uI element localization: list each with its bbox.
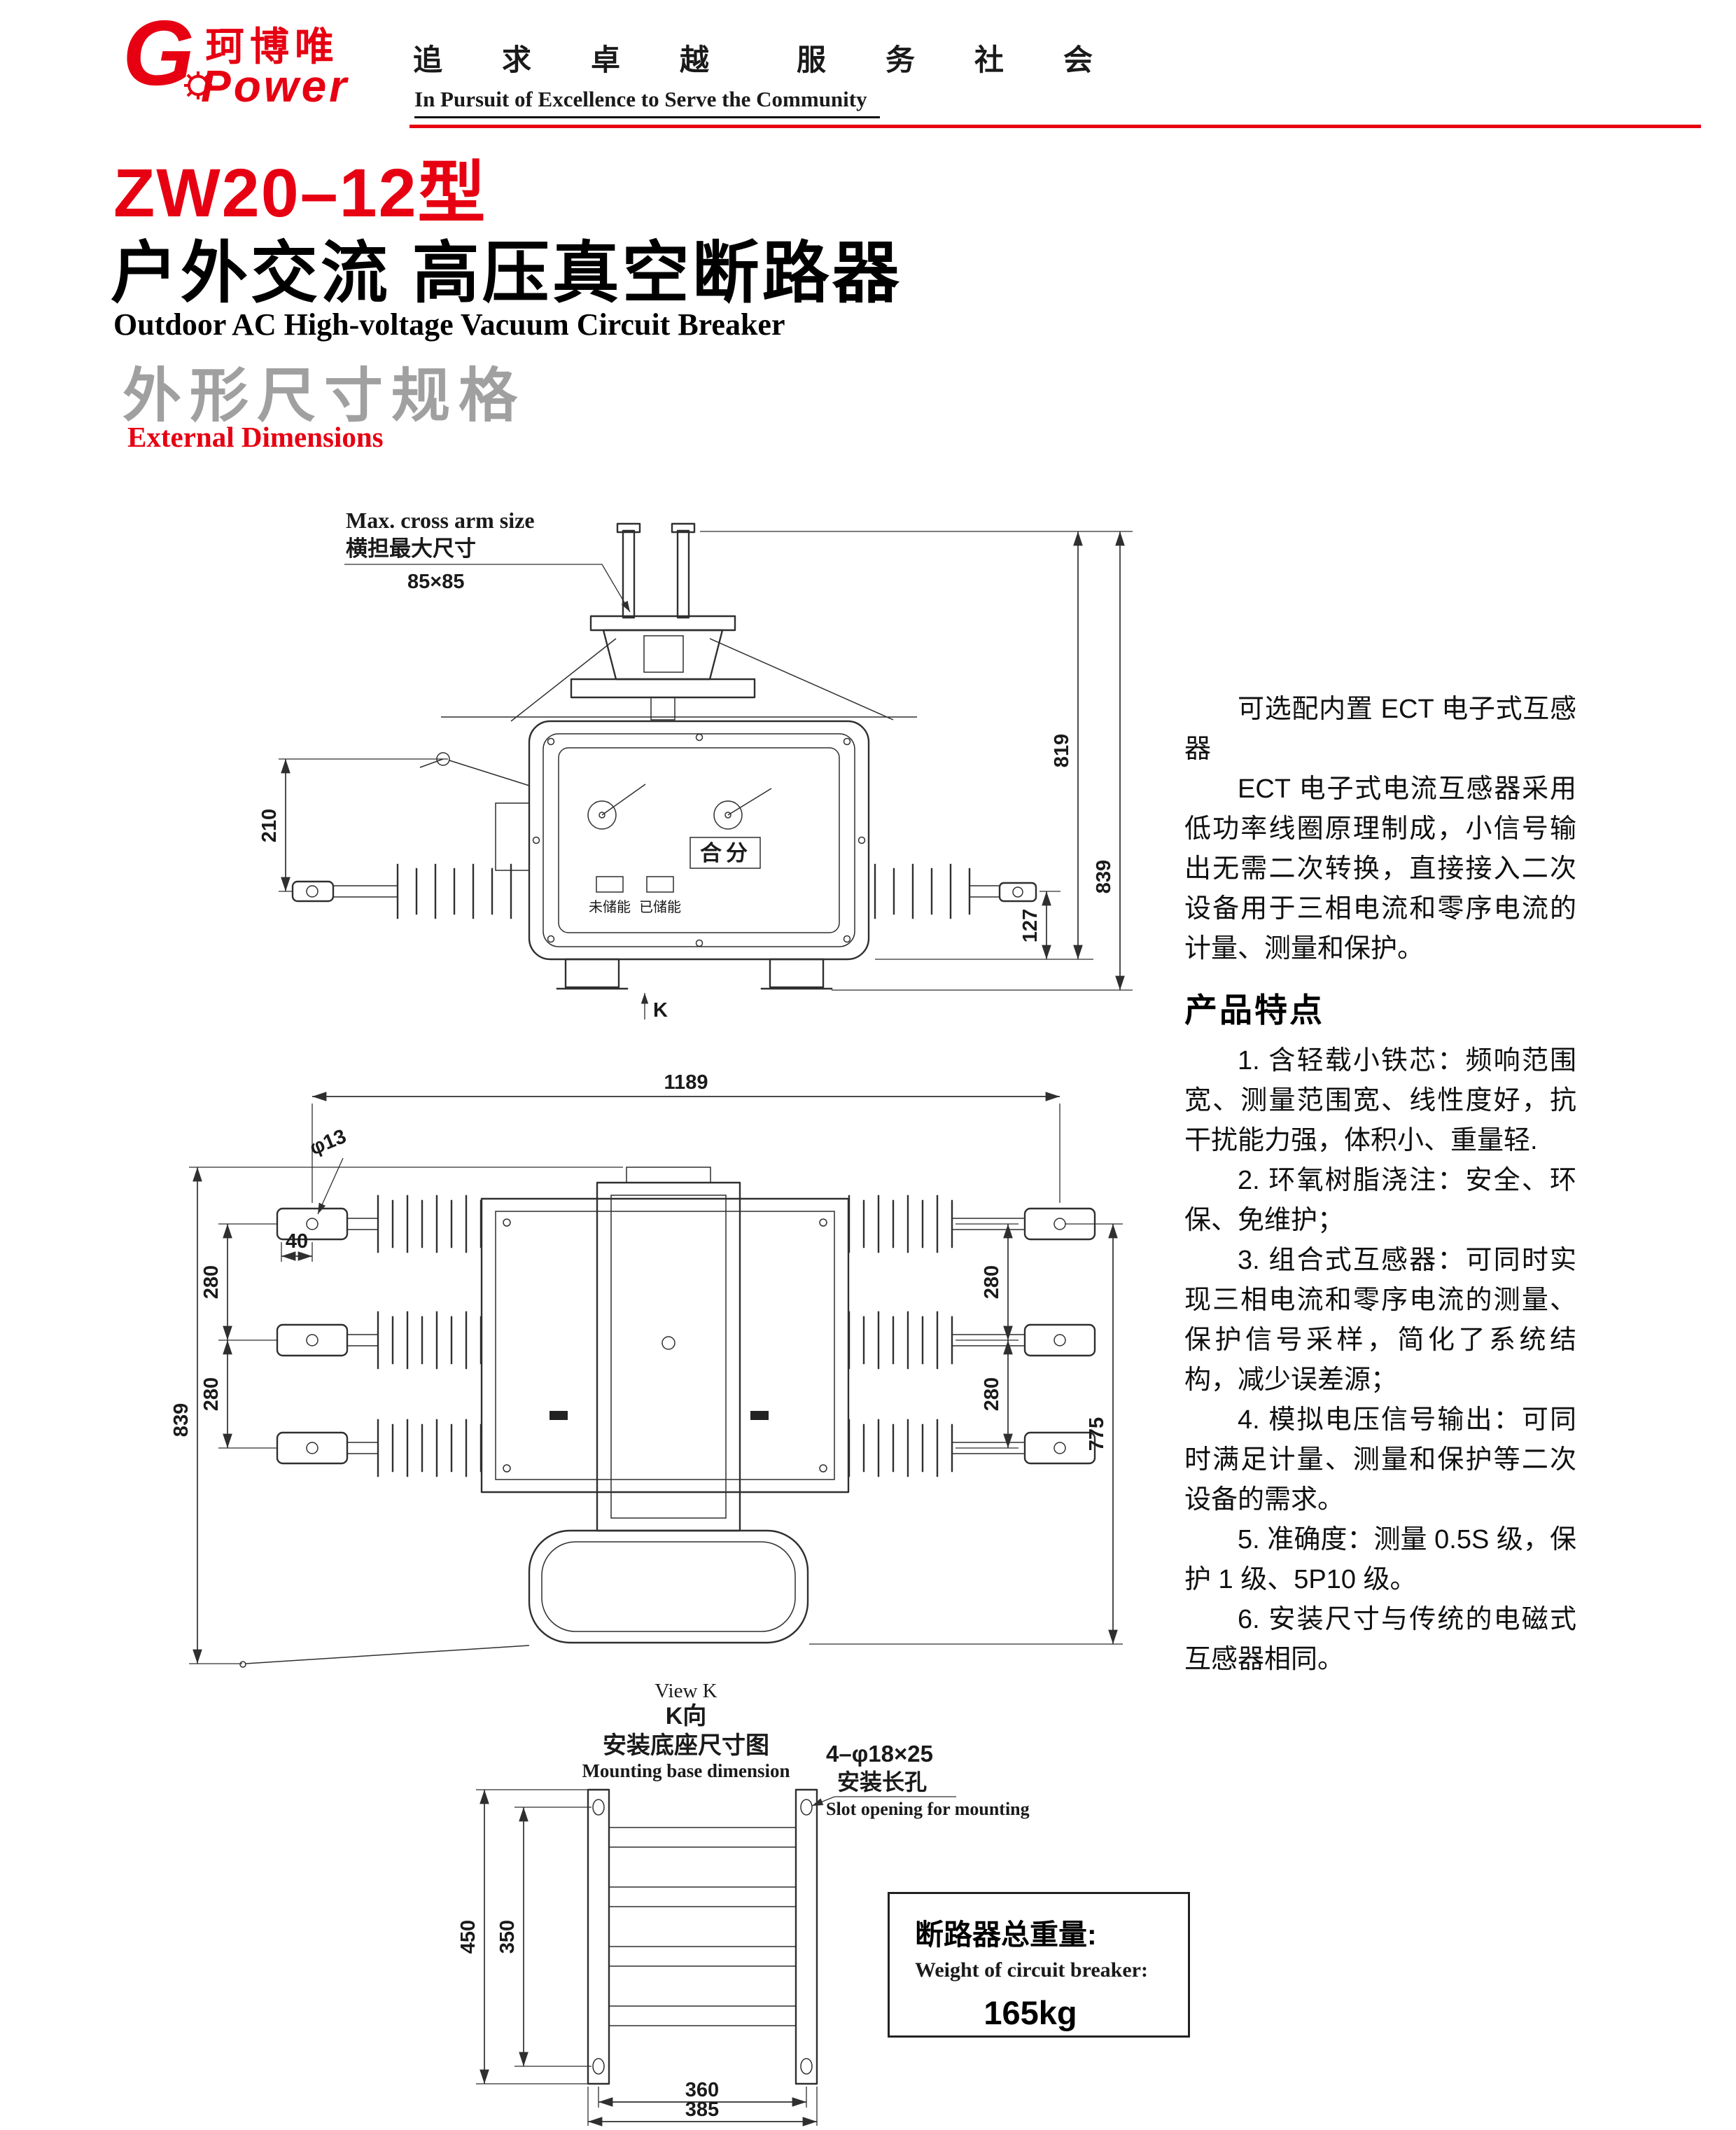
- base-view-captions: View K K向 安装底座尺寸图 Mounting base dimensio…: [582, 1680, 790, 1781]
- mounting-base-drawing: View K K向 安装底座尺寸图 Mounting base dimensio…: [457, 1680, 1030, 2126]
- mechanism-indicators: 合分 未储能 已储能: [587, 784, 772, 915]
- header-rule: [410, 125, 1701, 128]
- mounting-feet: [556, 958, 833, 990]
- dim-280-right-upper: 280: [981, 1265, 1003, 1299]
- feature-item: 5. 准确度：测量 0.5S 级，保护 1 级、5P10 级。: [1184, 1525, 1576, 1594]
- left-bushing-row-3: [276, 1419, 482, 1477]
- feature-item: 4. 模拟电压信号输出：可同时满足计量、测量和保护等二次设备的需求。: [1184, 1405, 1576, 1515]
- callout-en: Max. cross arm size: [346, 508, 535, 533]
- charged-label: 已储能: [639, 899, 681, 915]
- slot-label-en: Slot opening for mounting: [826, 1799, 1030, 1819]
- dim-280-left-upper: 280: [200, 1265, 223, 1299]
- intro-paragraph-1: 可选配内置 ECT 电子式互感器: [1184, 695, 1576, 764]
- dim-350: 350: [496, 1920, 519, 1954]
- feature-item: 1. 含轻载小铁芯：频响范围宽、测量范围宽、线性度好，抗干扰能力强，体积小、重量…: [1184, 1046, 1576, 1155]
- plan-view-drawing: 1189 φ13 40 280 280 839 280 280 775: [170, 1071, 1123, 1668]
- slot-annotation: 4–φ18×25 安装长孔 Slot opening for mounting: [811, 1741, 1030, 1819]
- right-bushing: [874, 863, 1037, 919]
- main-frame: [480, 1197, 850, 1494]
- breaker-body: [495, 720, 870, 961]
- model-title: ZW20–12型: [113, 155, 487, 231]
- callout-cn: 横担最大尺寸: [346, 536, 476, 561]
- not-charged-label: 未储能: [589, 899, 631, 915]
- view-k-cn: K向: [666, 1703, 707, 1729]
- hole-dia-label: φ13: [307, 1125, 349, 1160]
- dim-450: 450: [457, 1920, 479, 1954]
- plan-view-dimensions: 1189 φ13 40 280 280 839 280 280 775: [170, 1071, 1123, 1664]
- slot-spec: 4–φ18×25: [826, 1741, 933, 1767]
- sidebar-text: 可选配内置 ECT 电子式互感器 ECT 电子式电流互感器采用低功率线圈原理制成…: [1184, 690, 1576, 1680]
- operating-crank: [419, 752, 530, 786]
- product-name-en: Outdoor AC High-voltage Vacuum Circuit B…: [113, 307, 785, 342]
- dim-280-left-lower: 280: [200, 1377, 223, 1411]
- mechanism-tank: [239, 1529, 809, 1668]
- product-name-cn: 户外交流 高压真空断路器: [111, 236, 902, 311]
- central-column: [596, 1167, 741, 1532]
- slot-label-cn: 安装长孔: [837, 1769, 927, 1795]
- tagline-en: In Pursuit of Excellence to Serve the Co…: [414, 87, 880, 118]
- brand-logo: G 珂博唯 Power: [122, 7, 430, 127]
- cross-arm-callout: Max. cross arm size 横担最大尺寸 85×85: [344, 508, 631, 613]
- feature-item: 6. 安装尺寸与传统的电磁式互感器相同。: [1184, 1605, 1576, 1674]
- view-k-label: K: [653, 999, 668, 1022]
- left-bushing-row-2: [276, 1311, 482, 1370]
- dim-210: 210: [258, 809, 281, 842]
- brand-name-en: Power: [201, 61, 350, 111]
- dim-385: 385: [685, 2098, 719, 2121]
- dim-819: 819: [1051, 734, 1073, 767]
- intro-paragraph-2: ECT 电子式电流互感器采用低功率线圈原理制成，小信号输出无需二次转换，直接接入…: [1184, 774, 1576, 963]
- weight-box: 断路器总重量: Weight of circuit breaker: 165kg: [888, 1892, 1190, 2038]
- base-frame: [587, 1788, 818, 2085]
- dim-1189: 1189: [664, 1071, 708, 1094]
- section-heading-en: External Dimensions: [127, 421, 384, 453]
- dim-40: 40: [286, 1230, 308, 1253]
- dim-839-plan: 839: [170, 1403, 192, 1437]
- open-close-label: 合分: [700, 841, 752, 865]
- dim-280-right-lower: 280: [981, 1377, 1003, 1411]
- logo-g-mark: G: [122, 1, 195, 104]
- base-caption-en: Mounting base dimension: [582, 1760, 790, 1781]
- base-dimensions: 450 350 360 385: [457, 1789, 818, 2126]
- feature-item: 2. 环氧树脂浇注：安全、环保、免维护；: [1184, 1166, 1576, 1235]
- dim-127: 127: [1019, 909, 1042, 942]
- tagline-left: 追求卓越: [413, 43, 769, 76]
- weight-label-cn: 断路器总重量:: [915, 1919, 1097, 1951]
- view-k-en: View K: [654, 1680, 717, 1702]
- front-view-dimensions: 210 127 819 839 K: [258, 531, 1133, 1022]
- dim-360: 360: [685, 2079, 719, 2101]
- tagline-cn: 追求卓越服务社会: [413, 36, 1152, 79]
- tagline-right: 服务社会: [797, 43, 1153, 76]
- section-heading-cn: 外形尺寸规格: [122, 363, 526, 429]
- gear-icon: [184, 71, 212, 99]
- dim-775: 775: [1086, 1417, 1108, 1451]
- right-bushing-row-3: [848, 1419, 1096, 1477]
- cross-arm: [441, 522, 917, 722]
- feature-item: 3. 组合式互感器：可同时实现三相电流和零序电流的测量、保护信号采样，简化了系统…: [1184, 1246, 1576, 1395]
- front-view-drawing: 合分 未储能 已储能 Max. cross arm size 横担最大尺寸 85…: [258, 508, 1133, 1022]
- base-caption-cn: 安装底座尺寸图: [603, 1732, 769, 1759]
- left-bushing: [291, 863, 512, 919]
- brand-name-cn: 珂博唯: [205, 25, 340, 69]
- callout-size: 85×85: [407, 571, 464, 593]
- weight-value: 165kg: [983, 1994, 1077, 2031]
- dim-839: 839: [1093, 860, 1115, 893]
- features-title: 产品特点: [1184, 991, 1324, 1029]
- weight-label-en: Weight of circuit breaker:: [915, 1958, 1148, 1982]
